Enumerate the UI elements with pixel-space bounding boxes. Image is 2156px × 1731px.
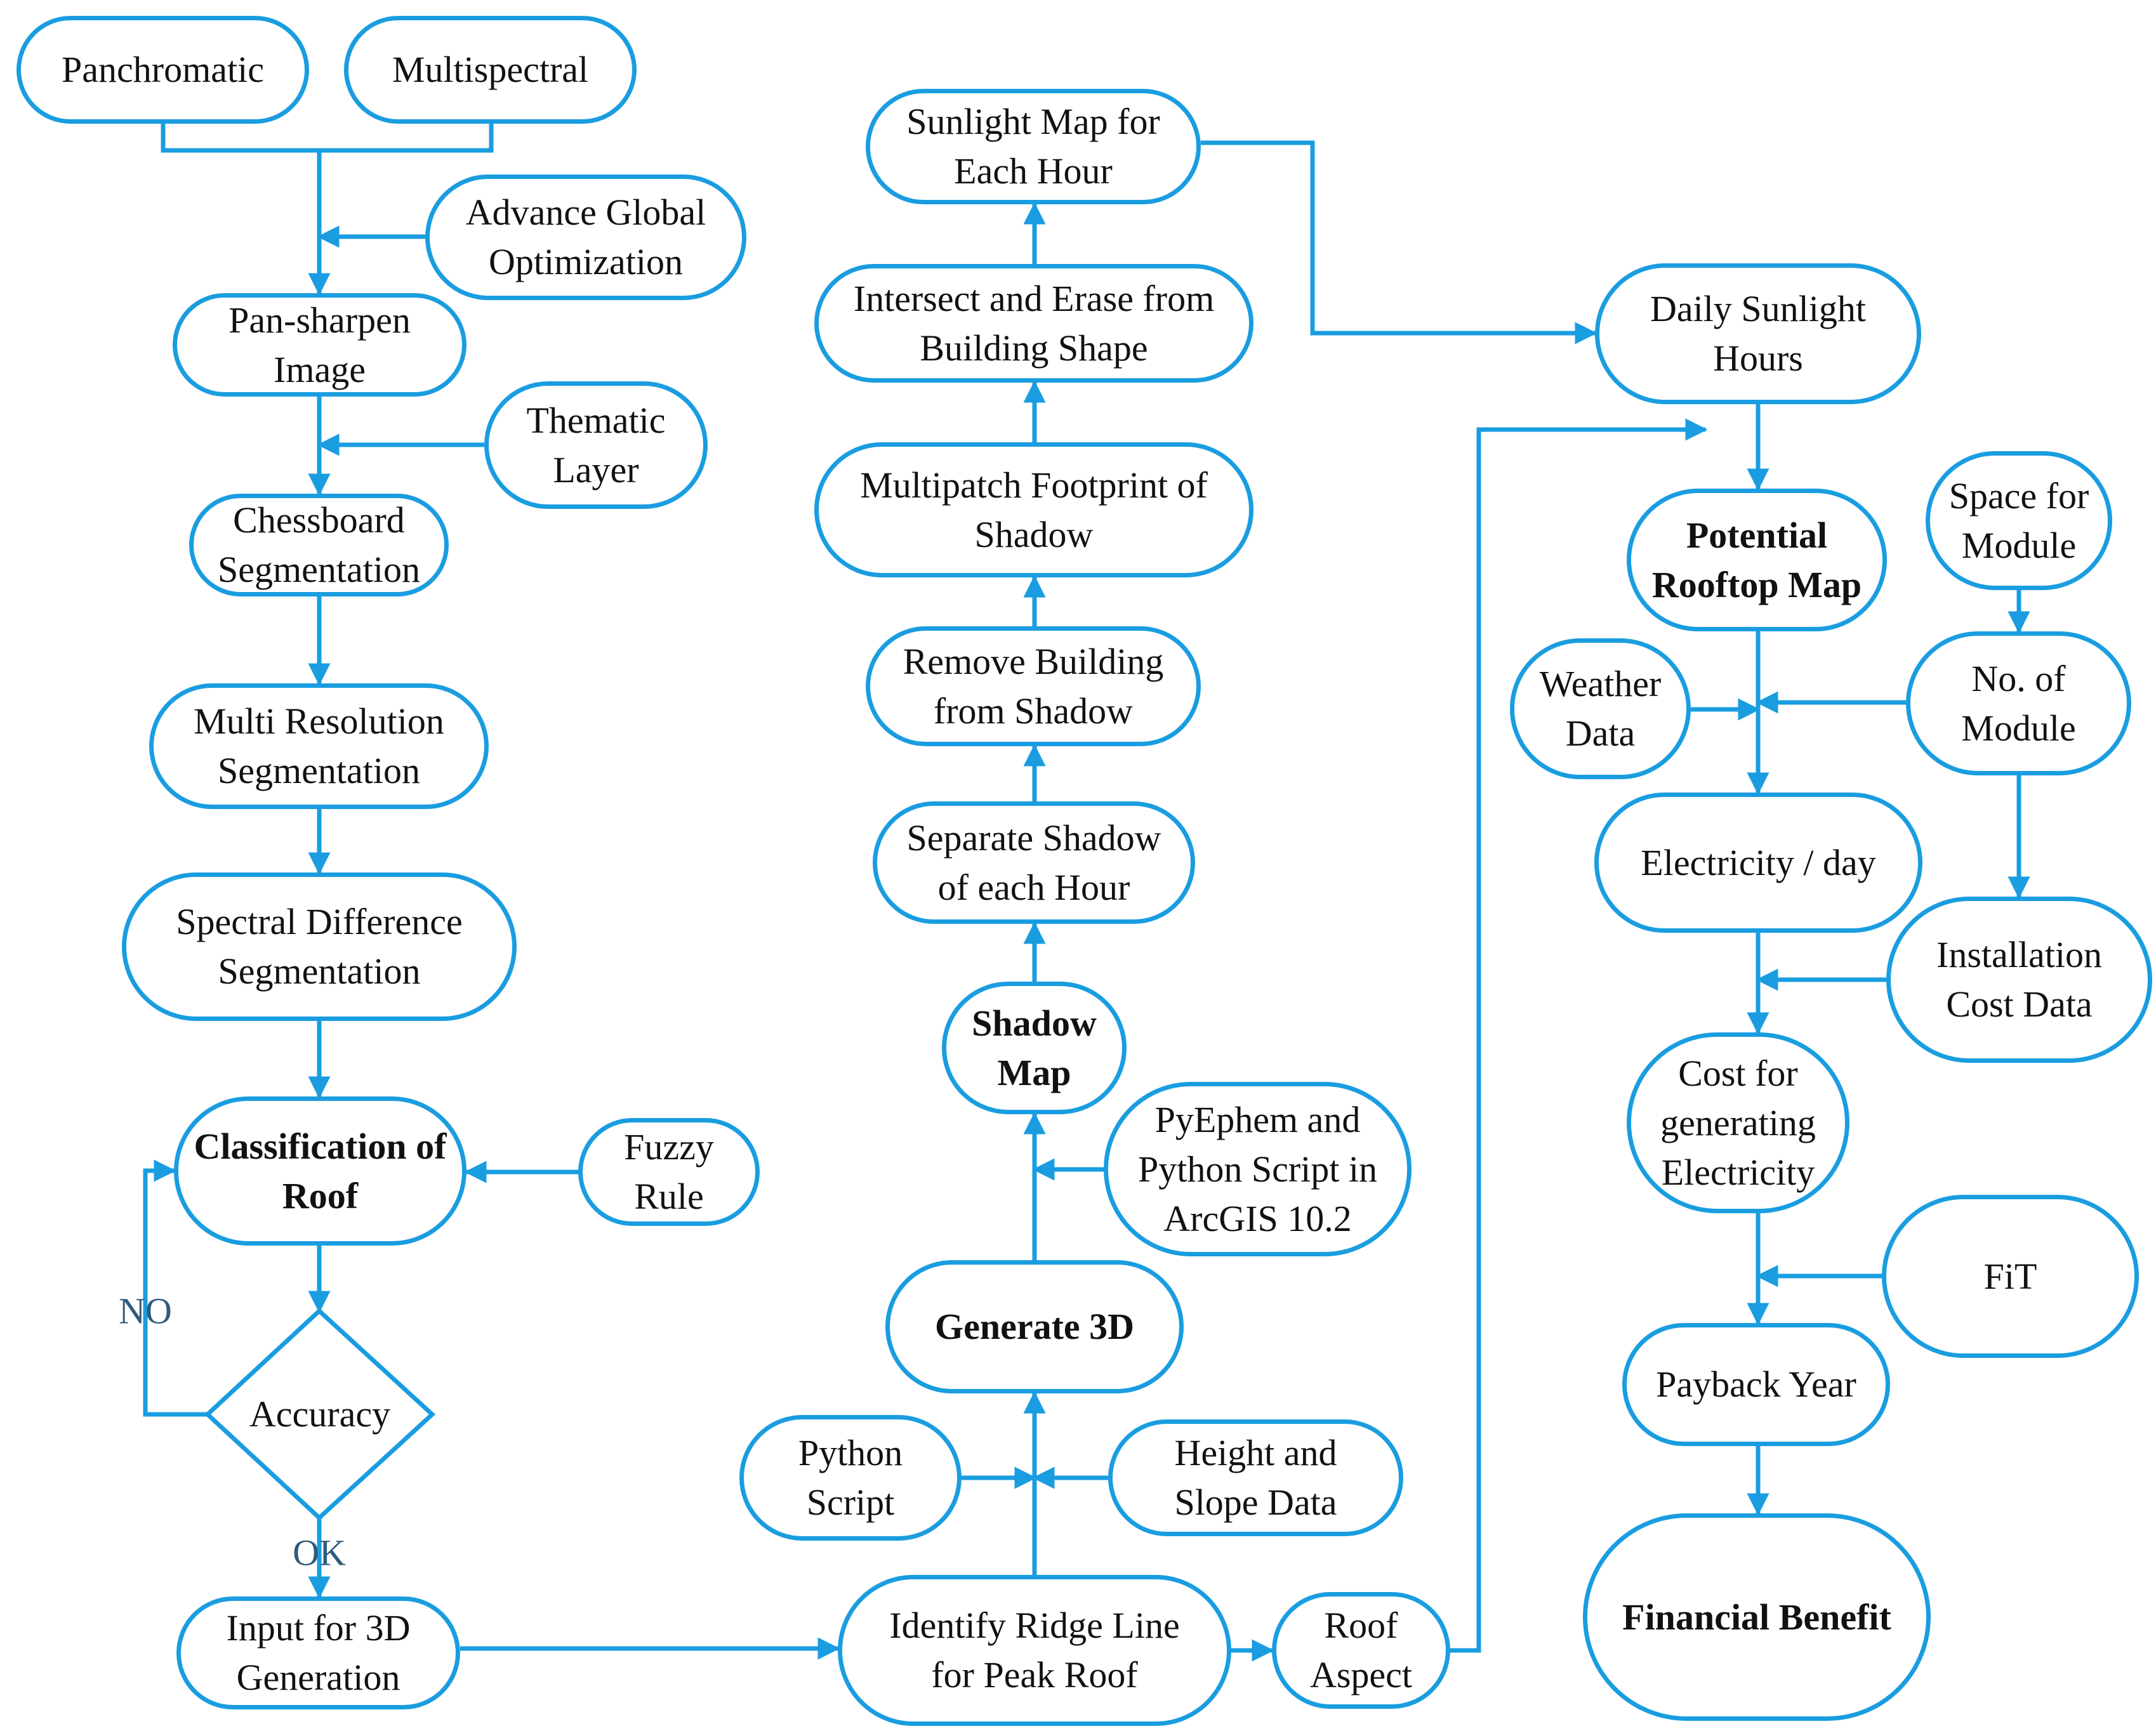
node-python-script: Python Script: [739, 1415, 962, 1541]
node-potential-rooftop-map: Potential Rooftop Map: [1627, 489, 1887, 631]
node-multi-resolution-segmentation: Multi Resolution Segmentation: [149, 683, 489, 809]
node-installation-cost-data: Installation Cost Data: [1886, 897, 2152, 1063]
node-sunlight-map-each-hour: Sunlight Map for Each Hour: [866, 89, 1201, 204]
node-remove-building: Remove Building from Shadow: [866, 626, 1201, 746]
node-chessboard-segmentation: Chessboard Segmentation: [189, 494, 449, 596]
node-fuzzy-rule: Fuzzy Rule: [578, 1118, 760, 1226]
node-input-for-3d-generation: Input for 3D Generation: [176, 1596, 460, 1709]
label-no: NO: [119, 1290, 172, 1332]
node-spectral-difference-segmentation: Spectral Difference Segmentation: [122, 872, 517, 1021]
node-multispectral: Multispectral: [344, 16, 637, 124]
edge-pan-multi-merge: [161, 124, 494, 153]
node-no-of-module: No. of Module: [1906, 631, 2131, 775]
node-accuracy: Accuracy: [249, 1393, 391, 1435]
edge-aspect-to-rooftop: [1450, 418, 1708, 1653]
node-identify-ridge-line: Identify Ridge Line for Peak Roof: [838, 1575, 1231, 1726]
node-fit: FiT: [1882, 1195, 2139, 1358]
node-panchromatic: Panchromatic: [17, 16, 309, 124]
edge-accuracy-no-loop: [143, 1159, 208, 1417]
label-ok: OK: [293, 1532, 346, 1574]
node-roof-aspect: Roof Aspect: [1272, 1592, 1450, 1709]
node-height-and-slope-data: Height and Slope Data: [1108, 1419, 1403, 1536]
connector-lines: [143, 124, 2030, 1662]
node-cost-for-generating-electricity: Cost for generating Electricity: [1627, 1032, 1849, 1213]
node-advance-global-optimization: Advance Global Optimization: [425, 174, 746, 300]
edge-sunlightmap-to-daily: [1201, 140, 1597, 345]
node-thematic-layer: Thematic Layer: [484, 381, 708, 509]
accuracy-diamond-shape: [204, 1308, 436, 1521]
node-daily-sunlight-hours: Daily Sunlight Hours: [1595, 263, 1921, 404]
node-space-for-module: Space for Module: [1926, 451, 2112, 590]
node-classification-of-roof: Classification of Roof: [174, 1096, 466, 1246]
node-financial-benefit: Financial Benefit: [1583, 1513, 1931, 1721]
node-pan-sharpen-image: Pan-sharpen Image: [173, 293, 466, 397]
node-electricity-per-day: Electricity / day: [1594, 793, 1922, 933]
node-weather-data: Weather Data: [1510, 638, 1691, 779]
node-shadow-map: Shadow Map: [942, 982, 1127, 1114]
node-intersect-and-erase: Intersect and Erase from Building Shape: [814, 264, 1253, 383]
node-separate-shadow: Separate Shadow of each Hour: [873, 801, 1195, 924]
node-multipatch-footprint: Multipatch Footprint of Shadow: [814, 442, 1253, 577]
node-pyephem-python-script: PyEphem and Python Script in ArcGIS 10.2: [1104, 1082, 1412, 1256]
node-generate-3d: Generate 3D: [885, 1260, 1184, 1393]
node-payback-year: Payback Year: [1622, 1323, 1890, 1446]
